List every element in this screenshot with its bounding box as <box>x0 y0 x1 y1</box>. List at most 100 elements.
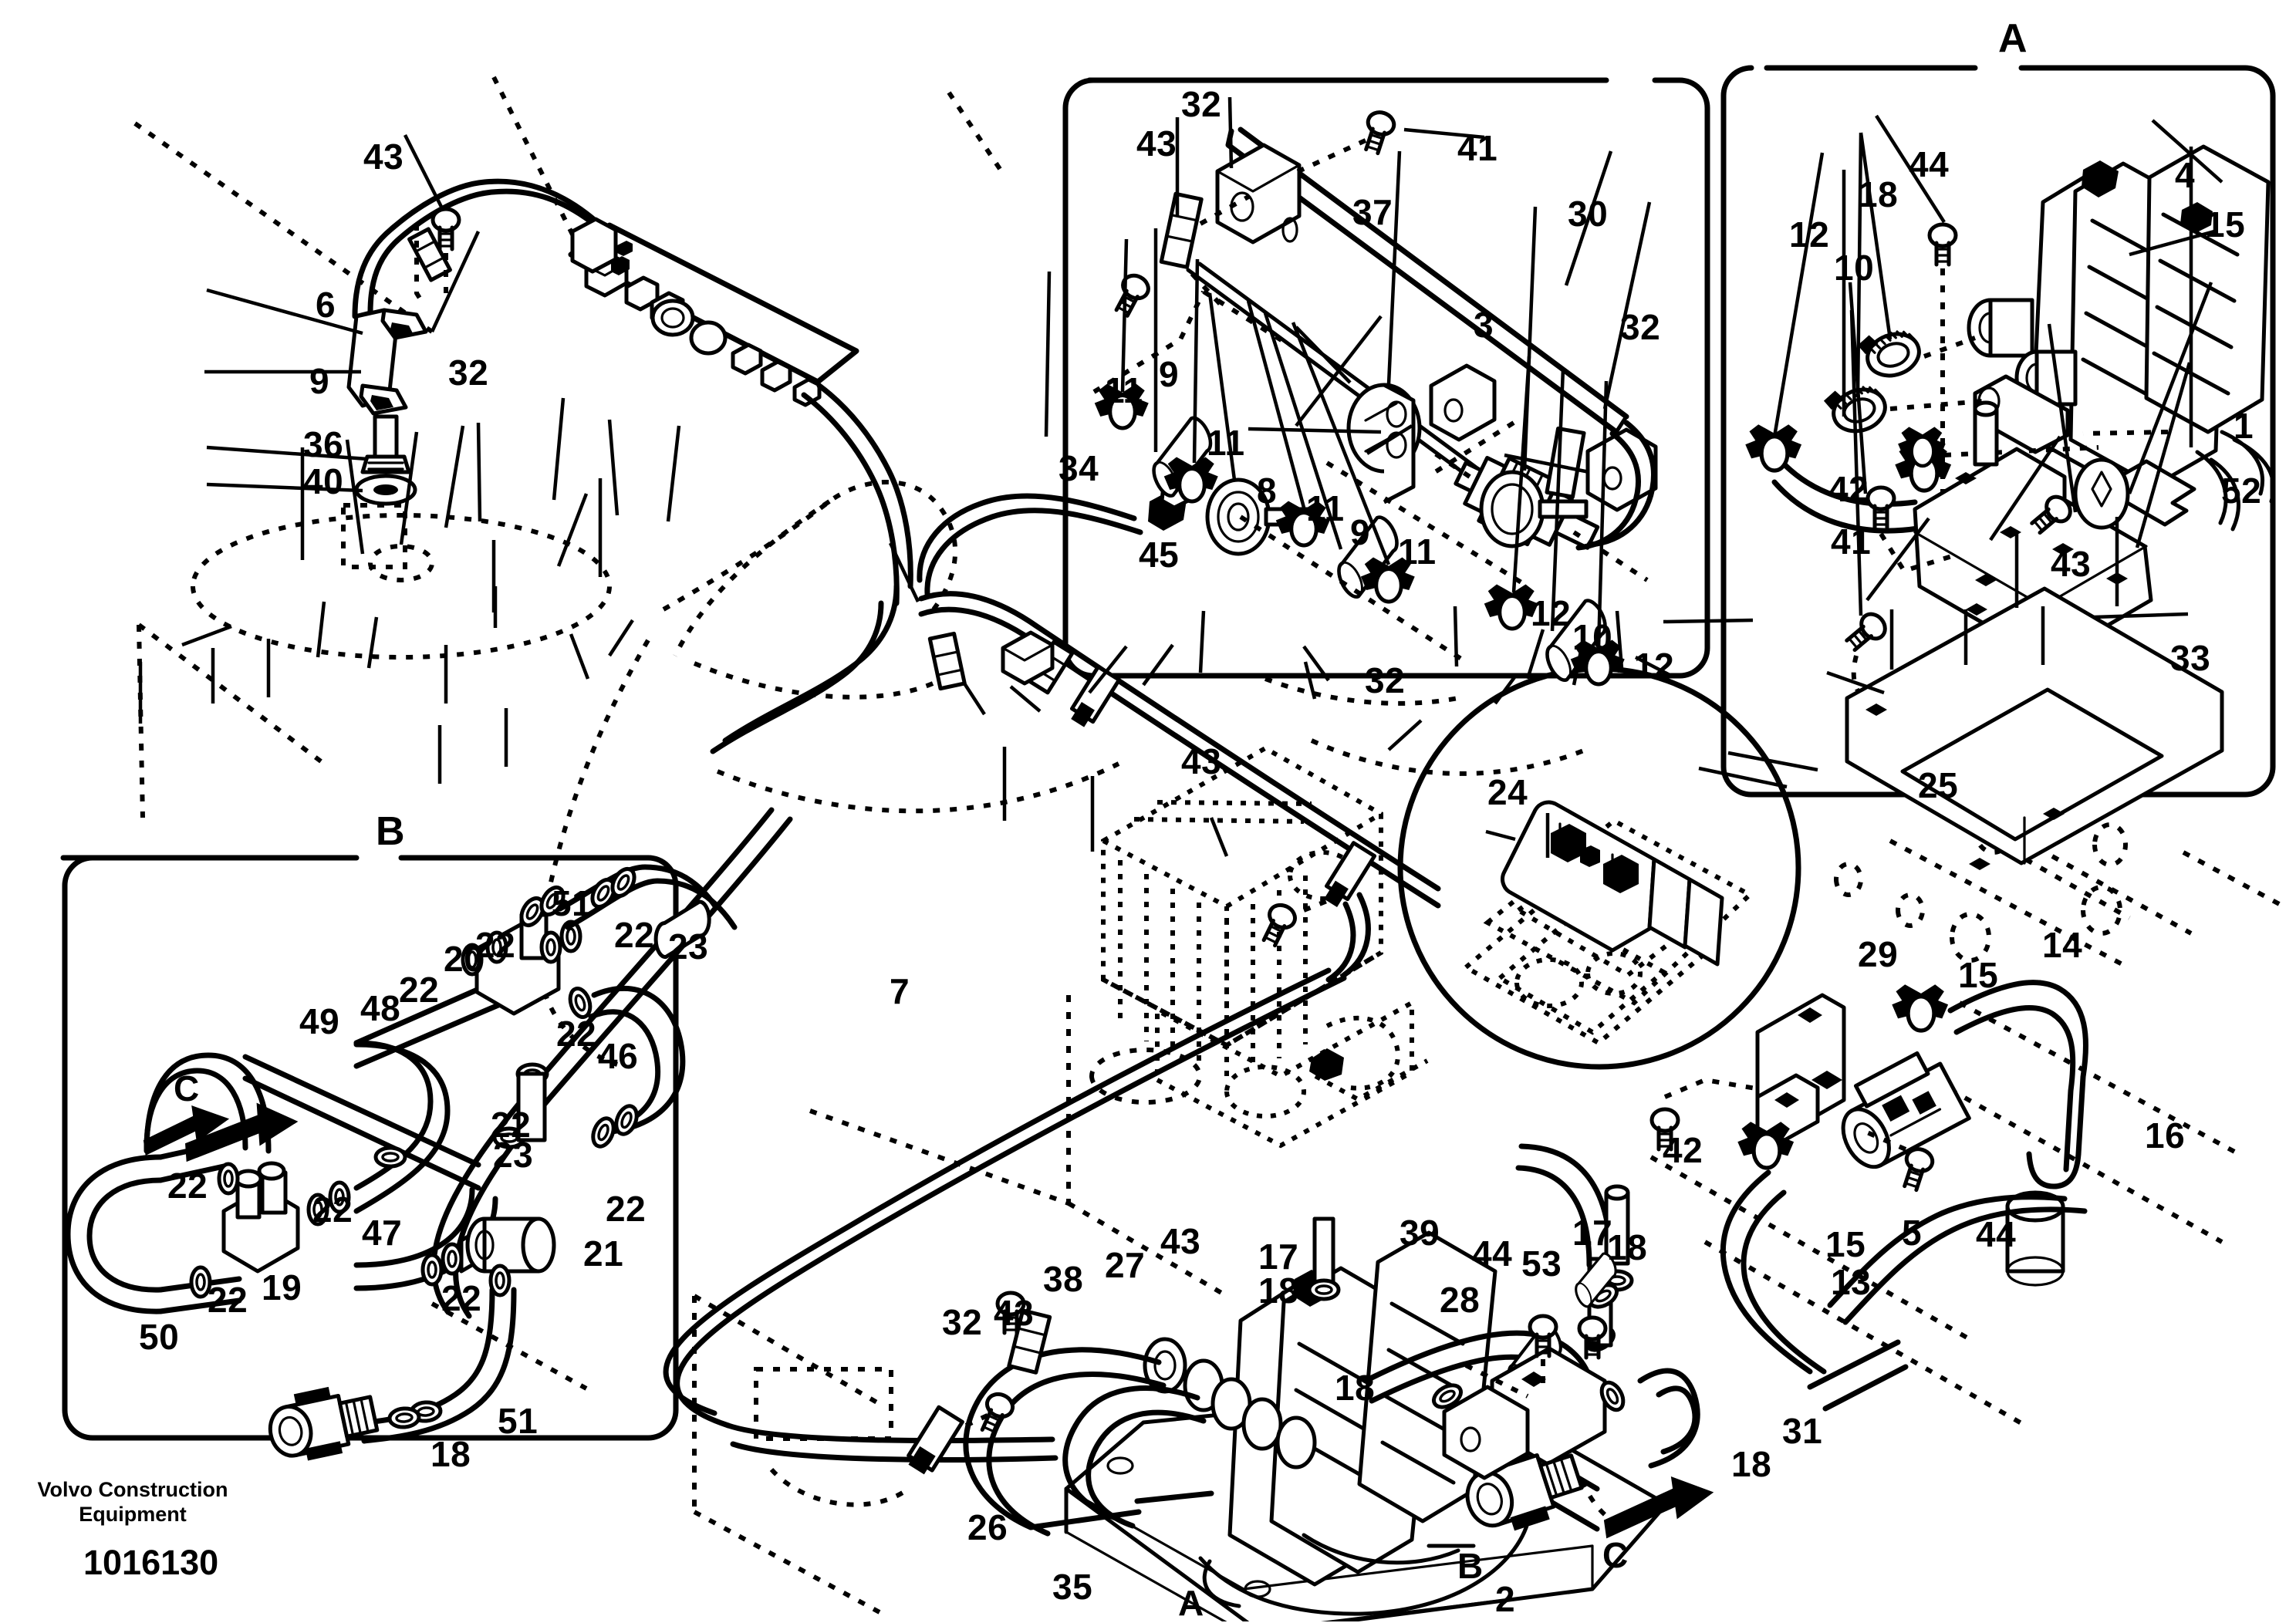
callout-42: 42 <box>1663 1130 1703 1170</box>
callout-19: 19 <box>262 1267 302 1308</box>
callout-12: 12 <box>1789 214 1830 255</box>
callout-29: 29 <box>1858 934 1899 974</box>
callout-40: 40 <box>303 461 344 501</box>
callout-22: 22 <box>441 1278 482 1318</box>
callout-43: 43 <box>363 137 404 177</box>
callout-17: 17 <box>1258 1237 1299 1277</box>
callout-17: 17 <box>1572 1213 1613 1253</box>
callout-46: 46 <box>598 1036 639 1076</box>
callout-13: 13 <box>1831 1262 1872 1302</box>
callout-32: 32 <box>448 353 489 393</box>
callout-2: 2 <box>1495 1579 1516 1619</box>
panel-label-b: B <box>376 809 406 854</box>
callout-43: 43 <box>1160 1221 1201 1261</box>
callout-20: 20 <box>444 939 485 979</box>
callout-B: B <box>1457 1546 1484 1586</box>
callout-43: 43 <box>1181 741 1222 781</box>
callout-15: 15 <box>1958 955 1999 995</box>
brand-line-1: Volvo Construction <box>37 1478 228 1501</box>
callout-33: 33 <box>2170 638 2211 678</box>
callout-37: 37 <box>1352 192 1393 232</box>
callout-5: 5 <box>1902 1213 1923 1253</box>
callout-32: 32 <box>1181 84 1222 124</box>
callout-7: 7 <box>890 971 910 1011</box>
callout-16: 16 <box>2145 1115 2186 1156</box>
callout-22: 22 <box>614 915 655 955</box>
callout-36: 36 <box>303 424 344 464</box>
callout-27: 27 <box>1105 1245 1146 1285</box>
callout-6: 6 <box>316 285 336 325</box>
callout-23: 23 <box>493 1135 534 1175</box>
callout-21: 21 <box>583 1233 624 1274</box>
callout-25: 25 <box>1918 765 1959 805</box>
callout-49: 49 <box>299 1001 340 1041</box>
callout-44: 44 <box>1472 1233 1513 1274</box>
panel-label-a: A <box>1998 16 2028 61</box>
callout-35: 35 <box>1052 1567 1093 1607</box>
callout-52: 52 <box>2221 471 2262 511</box>
brand-footer: Volvo Construction Equipment <box>32 1478 233 1527</box>
callout-11: 11 <box>1207 423 1245 463</box>
callout-53: 53 <box>1521 1243 1562 1284</box>
callout-51: 51 <box>552 883 593 923</box>
callout-42: 42 <box>1828 469 1869 509</box>
callout-44: 44 <box>1976 1214 2017 1254</box>
callout-14: 14 <box>2042 925 2083 965</box>
callout-9: 9 <box>1350 512 1371 552</box>
callout-15: 15 <box>1825 1224 1866 1264</box>
callout-11: 11 <box>1398 531 1437 572</box>
callout-9: 9 <box>309 361 330 401</box>
callout-41: 41 <box>1457 128 1498 168</box>
callout-C: C <box>174 1068 200 1108</box>
callout-C: C <box>1602 1535 1629 1575</box>
callout-50: 50 <box>139 1317 180 1357</box>
callout-18: 18 <box>1607 1227 1648 1267</box>
callout-3: 3 <box>1474 305 1494 345</box>
callout-22: 22 <box>399 970 440 1010</box>
callout-12: 12 <box>1634 646 1675 686</box>
callout-38: 38 <box>1043 1259 1084 1299</box>
callout-A: A <box>1178 1583 1204 1623</box>
callout-30: 30 <box>1568 194 1609 234</box>
callout-44: 44 <box>1909 144 1950 184</box>
callout-22: 22 <box>491 1105 532 1145</box>
callout-41: 41 <box>1831 521 1872 562</box>
callout-11: 11 <box>1105 370 1143 410</box>
callout-12: 12 <box>1531 593 1572 633</box>
callout-18: 18 <box>1858 174 1899 214</box>
callout-24: 24 <box>1487 772 1528 812</box>
callout-10: 10 <box>1834 248 1875 288</box>
callout-22: 22 <box>312 1189 353 1230</box>
callout-45: 45 <box>1139 535 1180 575</box>
callout-22: 22 <box>475 925 516 965</box>
callout-31: 31 <box>1782 1411 1823 1451</box>
callout-4: 4 <box>2175 155 2196 195</box>
callout-43: 43 <box>1136 123 1177 164</box>
callout-48: 48 <box>360 988 401 1028</box>
callout-28: 28 <box>1440 1280 1481 1320</box>
callout-15: 15 <box>2205 204 2246 245</box>
callout-10: 10 <box>1572 617 1613 657</box>
callout-32: 32 <box>1620 307 1661 347</box>
callout-34: 34 <box>1059 448 1099 488</box>
callout-8: 8 <box>1257 471 1278 511</box>
brand-line-2: Equipment <box>79 1502 187 1526</box>
callout-9: 9 <box>1159 354 1180 394</box>
callout-22: 22 <box>606 1189 647 1229</box>
callout-18: 18 <box>1731 1444 1772 1484</box>
callout-47: 47 <box>362 1213 403 1253</box>
callout-32: 32 <box>942 1302 983 1342</box>
callout-22: 22 <box>167 1166 208 1206</box>
callout-18: 18 <box>430 1434 471 1474</box>
drawing-number: 1016130 <box>83 1543 219 1582</box>
callout-22: 22 <box>208 1280 248 1320</box>
callout-39: 39 <box>1400 1213 1440 1253</box>
callout-18: 18 <box>1258 1270 1299 1311</box>
callout-11: 11 <box>1306 488 1345 528</box>
callout-23: 23 <box>668 926 709 967</box>
callout-18: 18 <box>1335 1368 1376 1408</box>
callout-26: 26 <box>967 1507 1008 1547</box>
callout-43: 43 <box>994 1293 1035 1333</box>
